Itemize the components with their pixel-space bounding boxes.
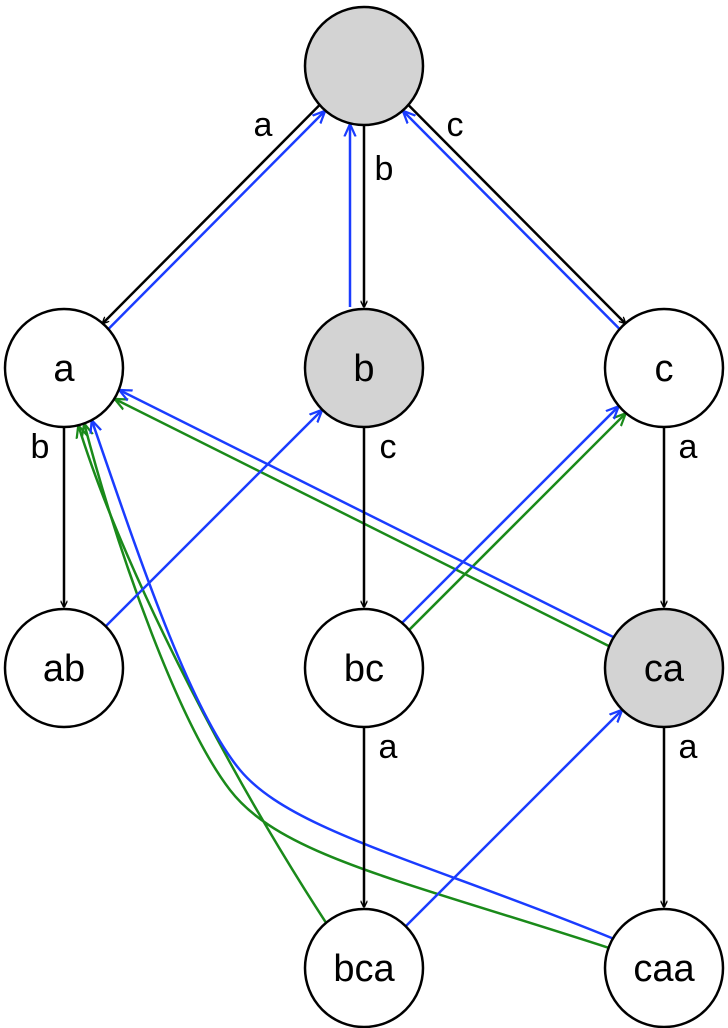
- node-ca-label: ca: [644, 648, 685, 690]
- node-b: b: [303, 307, 425, 429]
- node-bca: bca: [303, 907, 425, 1028]
- node-bc-circle: [303, 607, 425, 729]
- edge-suffix-link-c-to-root: [403, 111, 621, 330]
- node-a-label: a: [53, 348, 75, 390]
- node-a: a: [3, 307, 125, 429]
- node-c-label: c: [655, 348, 674, 390]
- node-bca-circle: [303, 907, 425, 1028]
- edge-output-link-bca-to-a: [78, 425, 328, 924]
- edge-goto-root-to-a: [103, 104, 321, 323]
- node-a-circle: [3, 307, 125, 429]
- edge-label-b-to-bc: c: [380, 428, 397, 466]
- node-ab-label: ab: [43, 648, 85, 690]
- node-ca-circle: [603, 607, 725, 729]
- node-bc-label: bc: [344, 648, 384, 690]
- edge-suffix-link-a-to-root: [107, 111, 325, 330]
- edge-label-root-to-c: c: [447, 106, 464, 144]
- edge-label-c-to-ca: a: [679, 428, 698, 466]
- node-caa-label: caa: [633, 948, 695, 990]
- node-bc: bc: [303, 607, 425, 729]
- edge-suffix-link-ab-to-b: [104, 410, 323, 628]
- edge-output-link-bc-to-c: [408, 413, 626, 631]
- node-ab-circle: [3, 607, 125, 729]
- edge-suffix-link-bc-to-c: [401, 406, 619, 624]
- node-root: [303, 5, 425, 127]
- edge-output-link-ca-to-a: [115, 399, 610, 648]
- node-b-label: b: [353, 348, 374, 390]
- node-b-circle: [303, 307, 425, 429]
- edge-label-root-to-b: b: [375, 150, 394, 188]
- node-caa: caa: [603, 907, 725, 1028]
- node-c-circle: [603, 307, 725, 429]
- edge-output-link-caa-to-a: [84, 423, 609, 950]
- node-ab: ab: [3, 607, 125, 729]
- edge-label-a-to-ab: b: [31, 428, 50, 466]
- edge-label-bc-to-bca: a: [379, 728, 398, 766]
- node-c: c: [603, 307, 725, 429]
- edge-suffix-link-caa-to-a: [92, 420, 614, 940]
- node-ca: ca: [603, 607, 725, 729]
- edge-suffix-link-bca-to-ca: [404, 710, 623, 928]
- node-root-circle: [303, 5, 425, 127]
- edge-label-root-to-a: a: [254, 106, 273, 144]
- edge-goto-root-to-c: [407, 104, 625, 323]
- node-caa-circle: [603, 907, 725, 1028]
- edge-suffix-link-ca-to-a: [119, 390, 615, 639]
- node-bca-label: bca: [333, 948, 395, 990]
- edge-label-ca-to-caa: a: [679, 728, 698, 766]
